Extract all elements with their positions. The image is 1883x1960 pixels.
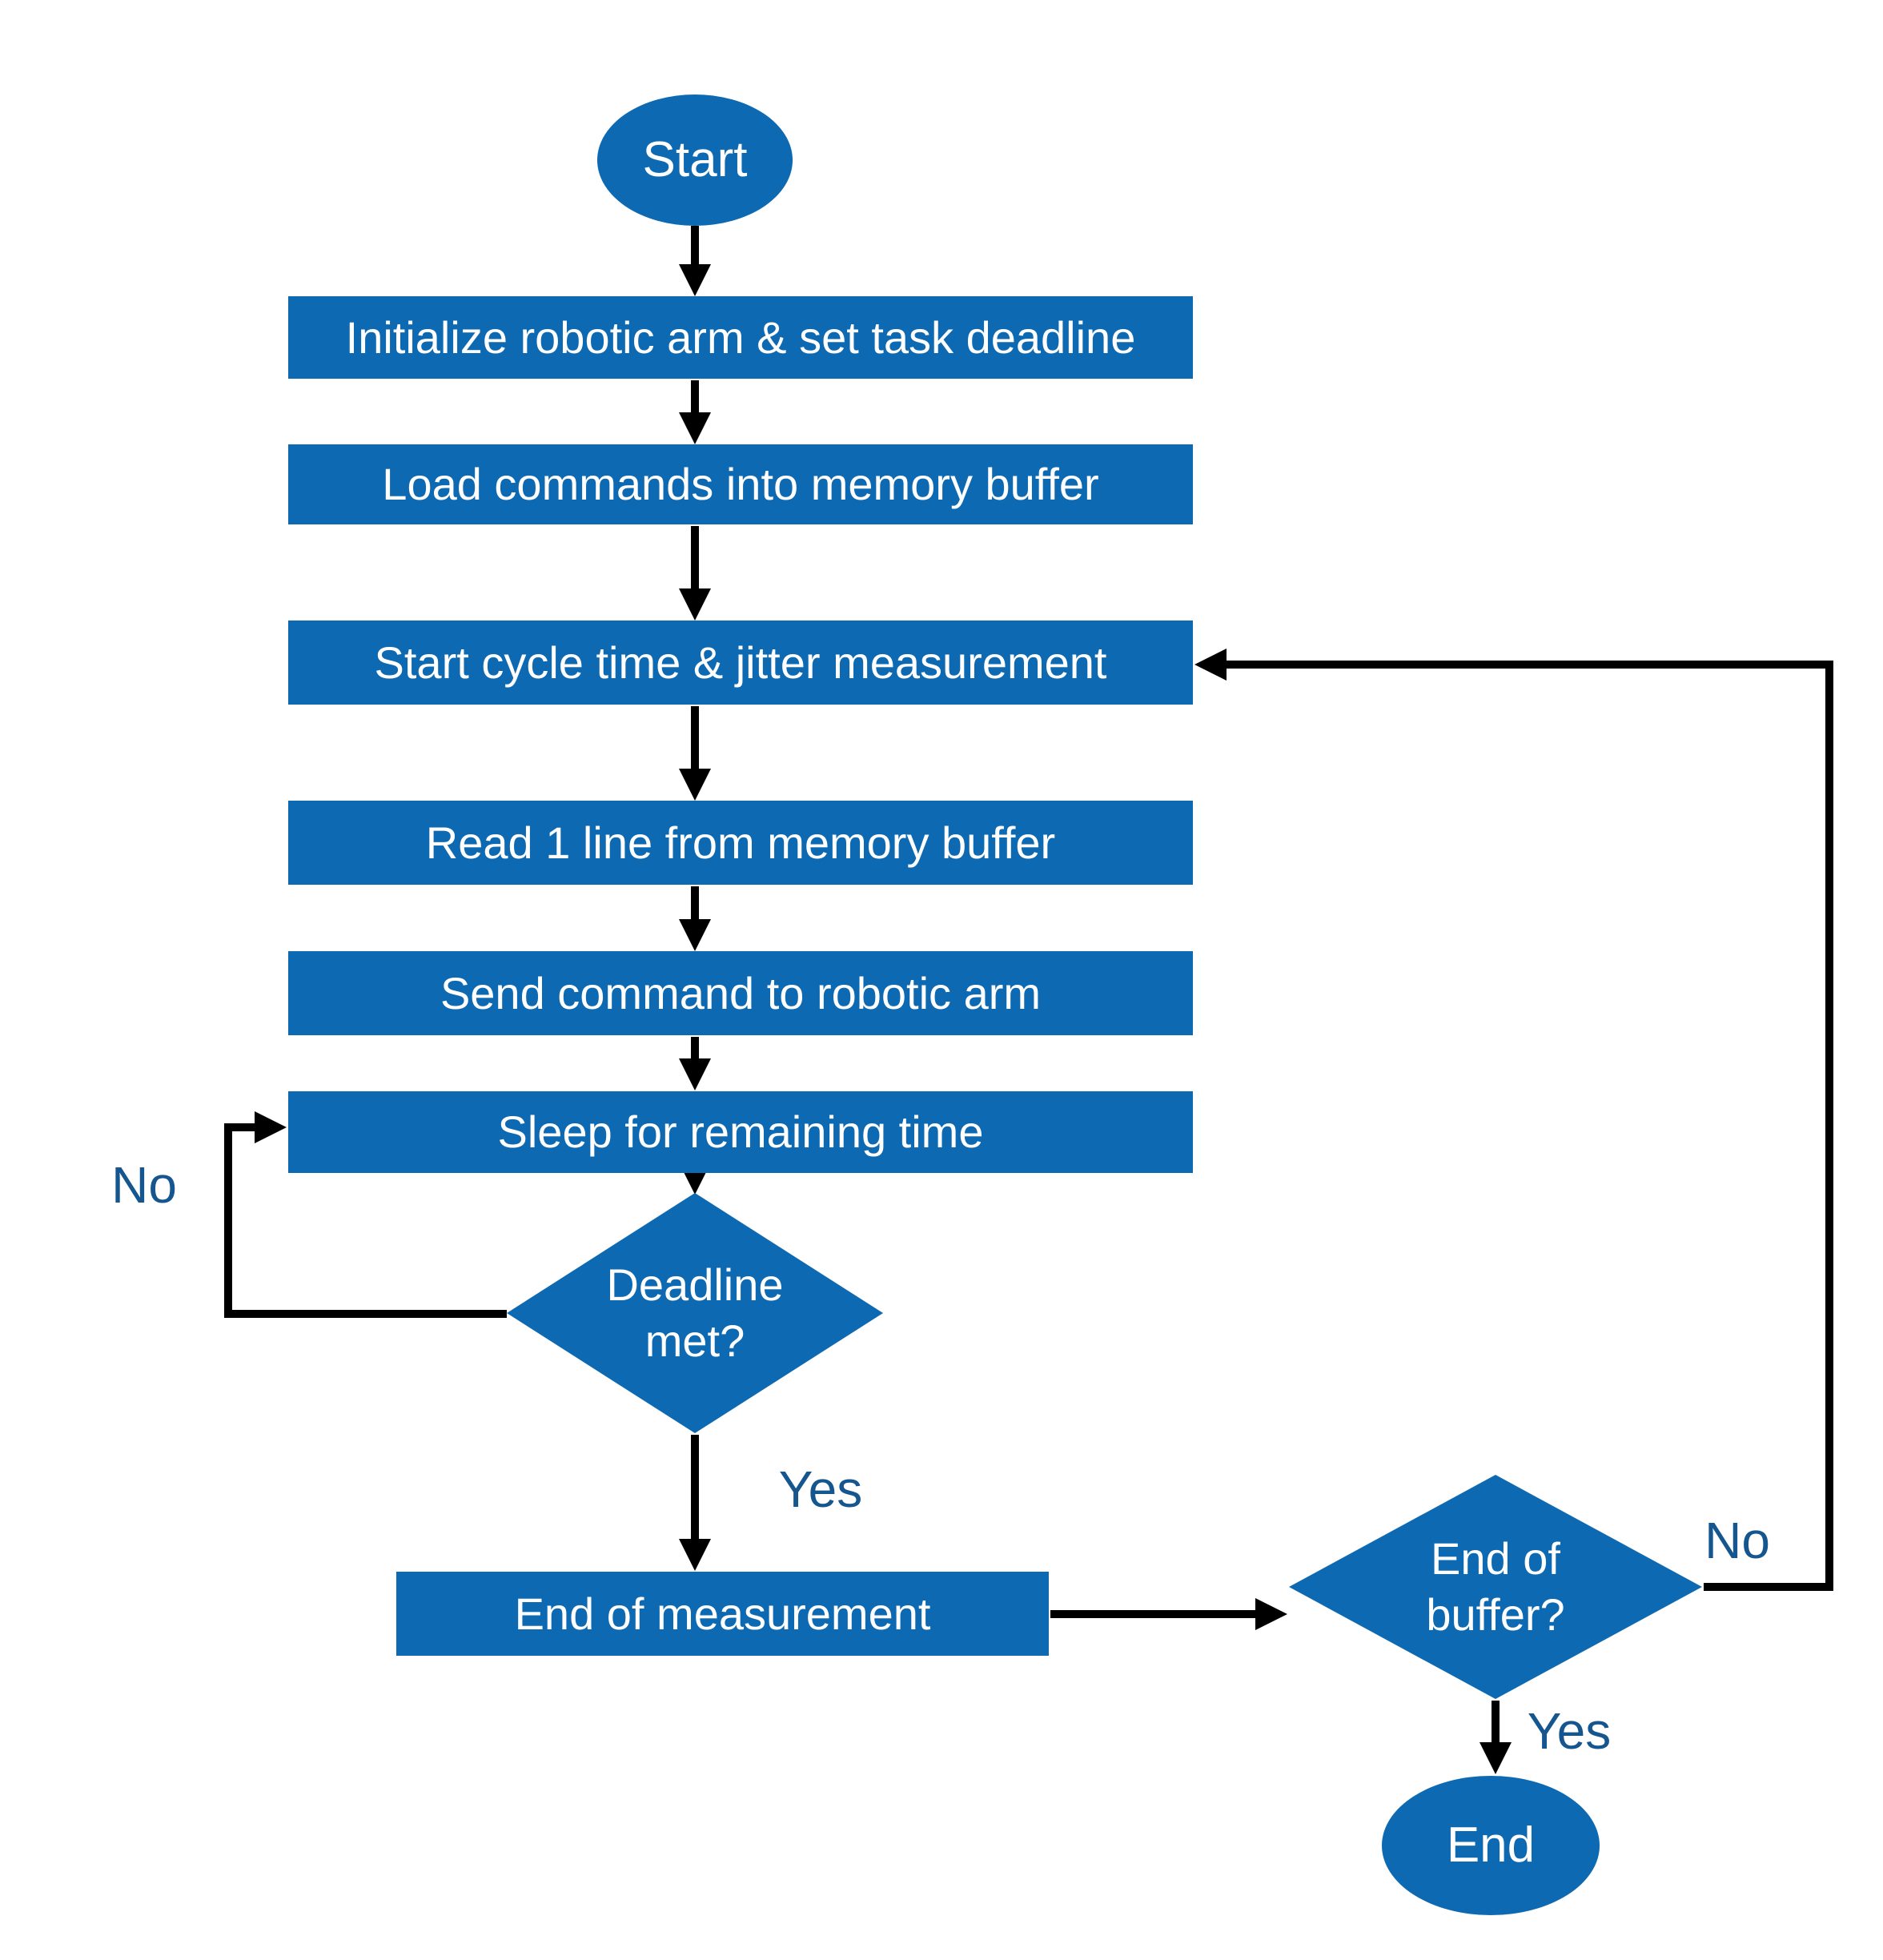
node-deadline-decision: Deadline met? [507, 1193, 883, 1433]
node-end-of-buffer-decision-label: End of buffer? [1426, 1533, 1565, 1640]
edge-endbuffer-no-loop [1194, 649, 1833, 1591]
edge-label-endbuffer-no: No [1704, 1512, 1770, 1569]
node-end-of-buffer-decision: End of buffer? [1289, 1475, 1702, 1699]
node-read-line: Read 1 line from memory buffer [288, 801, 1193, 885]
node-sleep-label: Sleep for remaining time [497, 1107, 984, 1157]
node-start-measurement-label: Start cycle time & jitter measurement [374, 637, 1107, 688]
node-sleep: Sleep for remaining time [288, 1091, 1193, 1173]
node-start: Start [597, 94, 793, 226]
node-start-label: Start [642, 132, 748, 188]
node-initialize-arm: Initialize robotic arm & set task deadli… [288, 296, 1193, 379]
node-load-commands-label: Load commands into memory buffer [382, 459, 1099, 509]
edge-label-deadline-no: No [111, 1156, 177, 1214]
node-deadline-decision-label: Deadline met? [606, 1259, 784, 1366]
node-initialize-arm-label: Initialize robotic arm & set task deadli… [345, 311, 1136, 363]
edge-label-deadline-yes: Yes [778, 1460, 863, 1518]
node-end-of-measurement: End of measurement [396, 1572, 1049, 1656]
node-send-command-label: Send command to robotic arm [440, 967, 1042, 1018]
node-read-line-label: Read 1 line from memory buffer [425, 817, 1056, 868]
edge-deadline-no-loop [224, 1111, 507, 1318]
node-end-of-measurement-label: End of measurement [514, 1588, 931, 1639]
node-end-label: End [1446, 1817, 1536, 1874]
node-load-commands: Load commands into memory buffer [288, 444, 1193, 524]
node-end: End [1382, 1776, 1600, 1915]
node-send-command: Send command to robotic arm [288, 951, 1193, 1035]
node-start-measurement: Start cycle time & jitter measurement [288, 621, 1193, 705]
edge-label-endbuffer-yes: Yes [1527, 1702, 1612, 1760]
